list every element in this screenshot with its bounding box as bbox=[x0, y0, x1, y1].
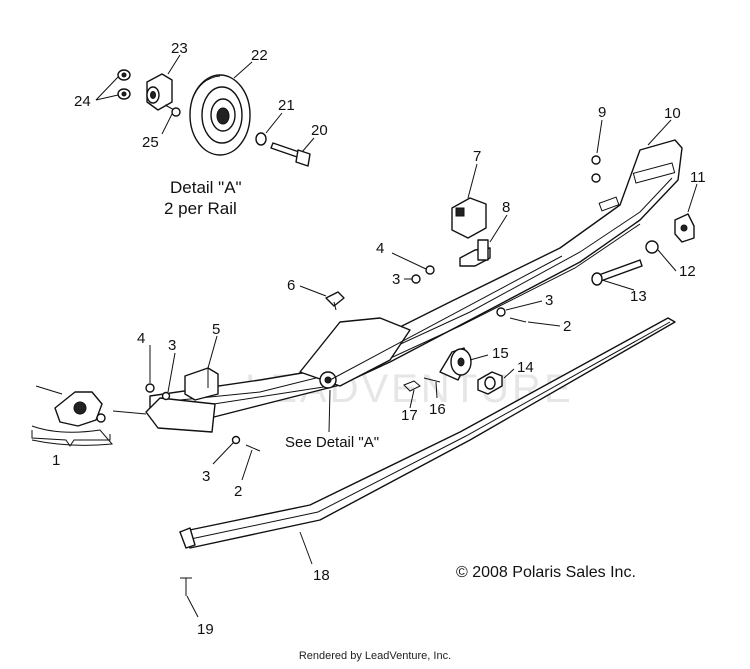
bracket-11 bbox=[674, 213, 695, 243]
callout-4-upper: 4 bbox=[376, 240, 384, 257]
callout-18: 18 bbox=[313, 567, 330, 584]
callout-17: 17 bbox=[401, 407, 418, 424]
bolt-2-low bbox=[245, 444, 261, 452]
callout-10: 10 bbox=[664, 105, 681, 122]
callout-11: 11 bbox=[690, 169, 706, 186]
bolt-25 bbox=[164, 104, 181, 117]
callout-15: 15 bbox=[492, 345, 509, 362]
callout-20: 20 bbox=[311, 122, 328, 139]
leader-lines bbox=[31, 54, 698, 618]
callout-3-mid: 3 bbox=[545, 292, 553, 309]
bolt-2-mid bbox=[509, 317, 527, 323]
axle-bracket-23 bbox=[146, 73, 173, 111]
wheel-hub-15 bbox=[439, 347, 472, 381]
block-7 bbox=[451, 197, 487, 239]
spacer-8 bbox=[459, 239, 491, 267]
pin-16 bbox=[423, 377, 441, 383]
shaft-13 bbox=[591, 259, 643, 286]
detail-subtitle: 2 per Rail bbox=[164, 199, 237, 218]
idler-wheel-22 bbox=[189, 74, 251, 156]
nut-12 bbox=[645, 240, 659, 254]
callout-19: 19 bbox=[197, 621, 214, 638]
callout-13: 13 bbox=[630, 288, 647, 305]
callout-5: 5 bbox=[212, 321, 220, 338]
bolt-20 bbox=[270, 142, 311, 167]
callout-4-left: 4 bbox=[137, 330, 145, 347]
screw-19 bbox=[180, 577, 192, 596]
callout-3-upper: 3 bbox=[392, 271, 400, 288]
callout-7: 7 bbox=[473, 148, 481, 165]
bolt-9a bbox=[591, 155, 601, 165]
callout-3-low: 3 bbox=[202, 468, 210, 485]
callout-8: 8 bbox=[502, 199, 510, 216]
nut-4-left bbox=[145, 383, 155, 393]
callout-16: 16 bbox=[429, 401, 446, 418]
callout-14: 14 bbox=[517, 359, 534, 376]
callout-2-low: 2 bbox=[234, 483, 242, 500]
washer-3-mid bbox=[496, 307, 506, 317]
rail-tip bbox=[145, 397, 216, 433]
nut-4-upper bbox=[425, 265, 435, 275]
washer-3-upper bbox=[411, 274, 421, 284]
spacer-14 bbox=[477, 371, 503, 395]
callout-24: 24 bbox=[74, 93, 91, 110]
callout-12: 12 bbox=[679, 263, 696, 280]
callout-25: 25 bbox=[142, 134, 159, 151]
washer-3-left bbox=[161, 391, 171, 401]
callout-1: 1 bbox=[52, 452, 60, 469]
callout-9: 9 bbox=[598, 104, 606, 121]
block-5 bbox=[184, 367, 219, 401]
rivet-6 bbox=[325, 291, 345, 311]
clip-17 bbox=[403, 380, 421, 392]
washer-3-low bbox=[231, 435, 241, 445]
washer-21 bbox=[255, 132, 267, 146]
detail-title: Detail "A" bbox=[170, 178, 242, 197]
detail-a-assembly bbox=[117, 69, 311, 167]
callout-6: 6 bbox=[287, 277, 295, 294]
footer-credit: Rendered by LeadVenture, Inc. bbox=[298, 650, 452, 662]
see-detail-label: See Detail "A" bbox=[285, 434, 379, 451]
wear-strip-18 bbox=[179, 317, 676, 549]
callout-23: 23 bbox=[171, 40, 188, 57]
rail-cap-1 bbox=[31, 385, 114, 446]
callout-21: 21 bbox=[278, 97, 295, 114]
callout-labels: 23 22 24 25 21 20 7 8 9 10 11 12 13 4 3 … bbox=[52, 40, 706, 638]
bolt-9b bbox=[591, 173, 601, 183]
callout-3-left: 3 bbox=[168, 337, 176, 354]
callout-2-mid: 2 bbox=[563, 318, 571, 335]
copyright-text: © 2008 Polaris Sales Inc. bbox=[456, 564, 636, 581]
callout-22: 22 bbox=[251, 47, 268, 64]
